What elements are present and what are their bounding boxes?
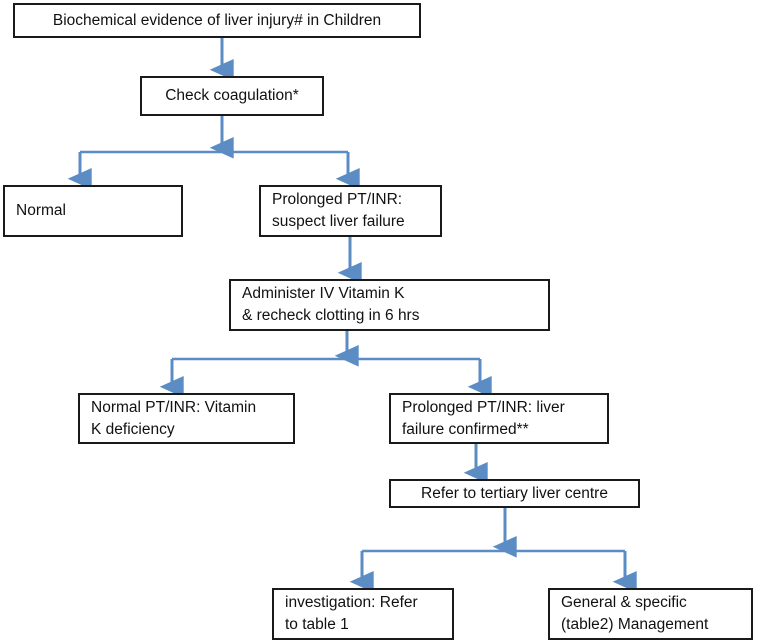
node-prolonged-ptinr-liver-failure-confirmed[interactable]: Prolonged PT/INR: liver failure confirme…: [389, 393, 609, 444]
edge-n2-split-to-n3-n4: [67, 116, 360, 190]
node-refer-to-tertiary-liver-centre[interactable]: Refer to tertiary liver centre: [389, 479, 640, 508]
node-investigation-refer-to-table-1[interactable]: investigation: Refer to table 1: [272, 588, 454, 640]
node-normal-ptinr-vitamin-k-deficiency[interactable]: Normal PT/INR: Vitamin K deficiency: [78, 393, 295, 444]
node-normal[interactable]: Normal: [3, 185, 183, 237]
edge-n5-split-to-n6-n7: [159, 331, 492, 398]
node-check-coagulation[interactable]: Check coagulation*: [140, 76, 324, 116]
node-biochemical-evidence[interactable]: Biochemical evidence of liver injury# in…: [13, 3, 421, 38]
node-prolonged-suspect-liver-failure[interactable]: Prolonged PT/INR: suspect liver failure: [259, 185, 442, 237]
node-general-specific-management[interactable]: General & specific (table2) Management: [548, 588, 753, 640]
node-administer-iv-vitamin-k[interactable]: Administer IV Vitamin K & recheck clotti…: [229, 279, 550, 331]
edge-n8-split-to-n9-n10: [349, 508, 637, 593]
